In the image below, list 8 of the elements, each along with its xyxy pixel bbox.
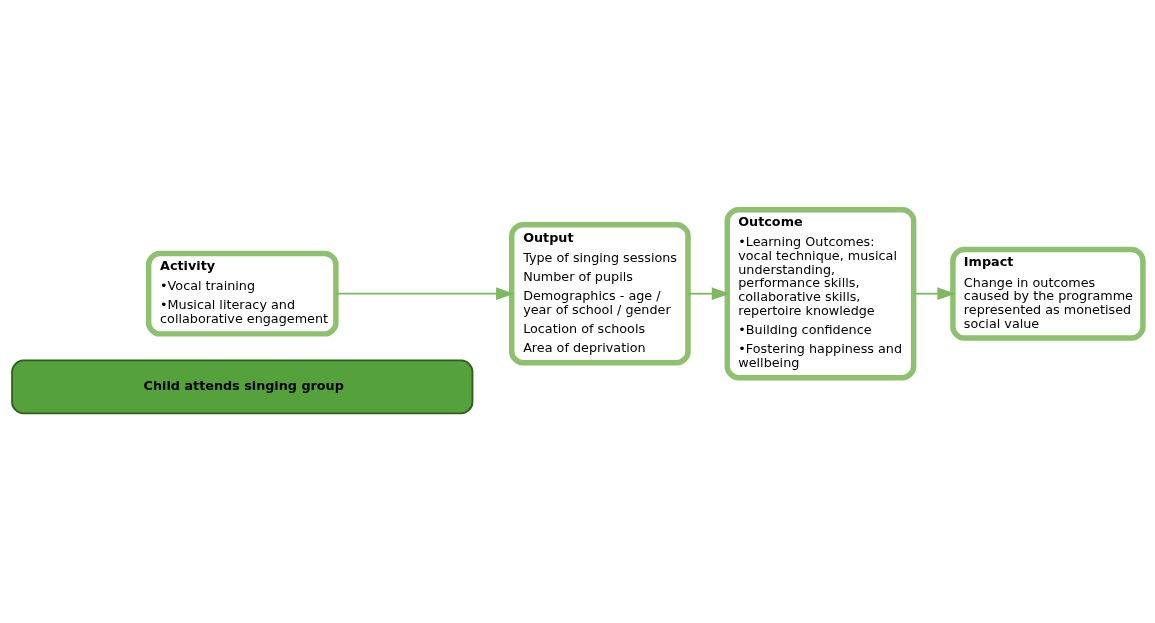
arrow	[687, 287, 731, 301]
arrow	[912, 287, 956, 301]
node-box: Output Type of singing sessions Number of pupils Demographics - age / year of school / gender Location of schools Area of deprivation	[509, 222, 691, 366]
node-box: Impact Change in outcomes caused by the programme represented as monetised social value	[950, 246, 1146, 341]
arrow	[335, 287, 515, 301]
node-box: Activity •Vocal training •Musical literacy and collaborative engagement	[145, 250, 339, 337]
node-box: Outcome •Learning Outcomes: vocal technique, musical understanding, performance skills, collaborative skills, repertoire knowledge •Building confidence •Fostering happiness and wellbeing	[724, 206, 917, 381]
node-box: Child attends singing group	[11, 359, 474, 415]
